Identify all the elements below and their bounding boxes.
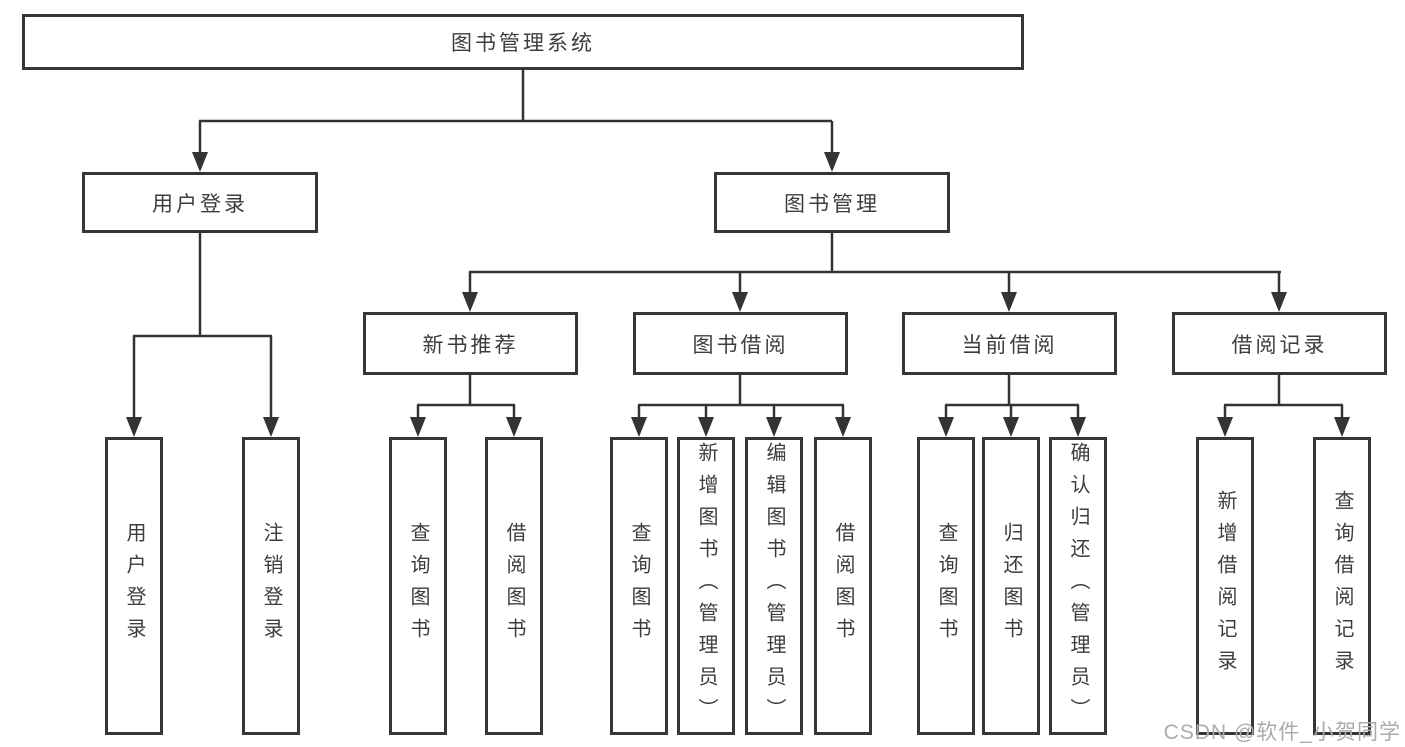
- node-label: 用户登录: [152, 192, 248, 216]
- node-borrowing-records: 借阅记录: [1172, 312, 1387, 375]
- leaf-label: 查询图书: [407, 522, 429, 650]
- leaf-logout: 注销登录: [242, 437, 300, 735]
- node-label: 图书管理系统: [451, 32, 595, 55]
- leaf-query-books-borrowing: 查询图书: [610, 437, 668, 735]
- leaf-label: 确认归还（管理员）: [1067, 442, 1089, 730]
- leaf-label: 借阅图书: [503, 522, 525, 650]
- leaf-add-books-admin: 新增图书（管理员）: [677, 437, 735, 735]
- leaf-label: 借阅图书: [832, 522, 854, 650]
- leaf-edit-books-admin: 编辑图书（管理员）: [745, 437, 803, 735]
- leaf-label: 用户登录: [123, 522, 145, 650]
- leaf-return-books: 归还图书: [982, 437, 1040, 735]
- leaf-user-login: 用户登录: [105, 437, 163, 735]
- leaf-query-books-recommend: 查询图书: [389, 437, 447, 735]
- leaf-label: 注销登录: [260, 522, 282, 650]
- leaf-label: 查询图书: [935, 522, 957, 650]
- csdn-watermark: CSDN @软件_小贺同学: [1163, 721, 1401, 744]
- node-book-management: 图书管理: [714, 172, 950, 233]
- leaf-label: 编辑图书（管理员）: [763, 442, 785, 730]
- leaf-query-borrow-record: 查询借阅记录: [1313, 437, 1371, 735]
- leaf-label: 查询图书: [628, 522, 650, 650]
- node-label: 借阅记录: [1231, 333, 1328, 357]
- leaf-borrow-books-recommend: 借阅图书: [485, 437, 543, 735]
- leaf-query-books-current: 查询图书: [917, 437, 975, 735]
- node-user-login: 用户登录: [82, 172, 318, 233]
- node-label: 图书借阅: [692, 333, 789, 357]
- node-label: 图书管理: [784, 192, 880, 216]
- leaf-label: 新增借阅记录: [1214, 490, 1236, 682]
- leaf-label: 查询借阅记录: [1331, 490, 1353, 682]
- leaf-label: 归还图书: [1000, 522, 1022, 650]
- node-current-borrowing: 当前借阅: [902, 312, 1117, 375]
- node-book-borrowing: 图书借阅: [633, 312, 848, 375]
- node-label: 当前借阅: [961, 333, 1058, 357]
- leaf-label: 新增图书（管理员）: [695, 442, 717, 730]
- leaf-add-borrow-record: 新增借阅记录: [1196, 437, 1254, 735]
- node-library-management-system: 图书管理系统: [22, 14, 1024, 70]
- leaf-confirm-return-admin: 确认归还（管理员）: [1049, 437, 1107, 735]
- node-new-book-recommendation: 新书推荐: [363, 312, 578, 375]
- leaf-borrow-books: 借阅图书: [814, 437, 872, 735]
- node-label: 新书推荐: [422, 333, 519, 357]
